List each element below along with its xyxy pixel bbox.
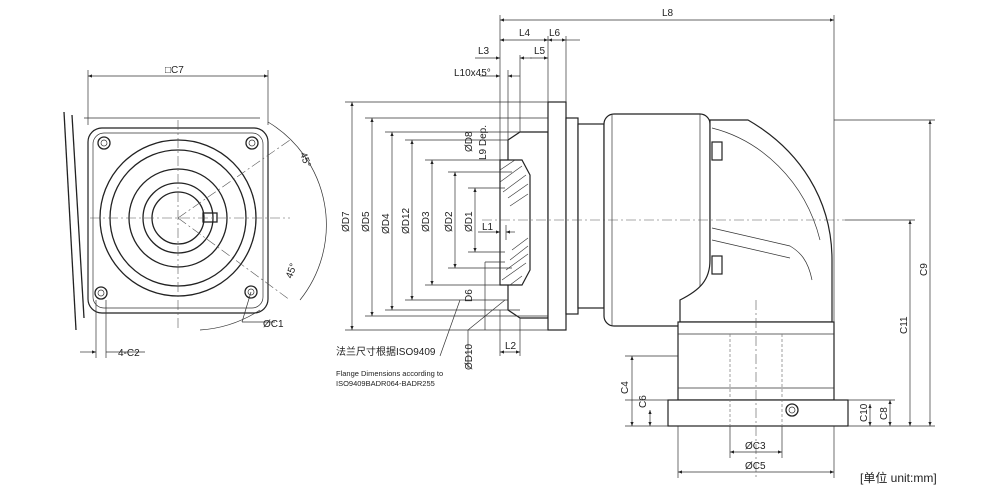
- c2-label: 4-C2: [118, 348, 140, 359]
- d10-label: ØD10: [464, 343, 475, 370]
- c3-label: ØC3: [745, 441, 766, 452]
- flange-note-en-1: Flange Dimensions according to: [336, 369, 443, 378]
- d5-label: ØD5: [361, 211, 372, 232]
- d7-label: ØD7: [341, 211, 352, 232]
- d4-label: ØD4: [381, 213, 392, 234]
- angle-top-label: 45°: [297, 151, 313, 169]
- c11-label: C11: [899, 316, 910, 334]
- l2-label: L2: [505, 341, 517, 352]
- d3-label: ØD3: [421, 211, 432, 232]
- d1-label: ØD1: [464, 211, 475, 232]
- d8-label: ØD8: [464, 131, 475, 152]
- angle-bottom-label: 45°: [284, 262, 300, 280]
- d2-label: ØD2: [444, 211, 455, 232]
- l8-label: L8: [662, 8, 674, 19]
- c5-label: ØC5: [745, 461, 766, 472]
- d6-label: D6: [464, 289, 475, 302]
- c6-label: C6: [638, 395, 649, 408]
- c8-label: C8: [879, 407, 890, 420]
- l3-label: L3: [478, 46, 490, 57]
- c1-label: ØC1: [263, 319, 284, 330]
- front-view: [63, 70, 327, 358]
- c4-label: C4: [620, 381, 631, 394]
- c9-label: C9: [919, 263, 930, 276]
- chamfer-label: L10x45°: [454, 68, 491, 79]
- c10-label: C10: [859, 403, 870, 422]
- l6-label: L6: [549, 28, 561, 39]
- motor-flange: [667, 399, 849, 427]
- l4-label: L4: [519, 28, 531, 39]
- unit-note: [单位 unit:mm]: [860, 470, 937, 485]
- flange-note-cn: 法兰尺寸根据ISO9409: [336, 345, 436, 358]
- l1-label: L1: [482, 222, 494, 233]
- flange-note-en-2: ISO9409BADR064-BADR255: [336, 379, 435, 388]
- section-hatch: [499, 159, 529, 286]
- l5-label: L5: [534, 46, 546, 57]
- corner-holes: [94, 136, 259, 300]
- l9-label: L9 Dep.: [478, 125, 489, 160]
- side-view: [345, 15, 935, 480]
- d12-label: ØD12: [401, 207, 412, 234]
- c7-label: □C7: [165, 65, 184, 76]
